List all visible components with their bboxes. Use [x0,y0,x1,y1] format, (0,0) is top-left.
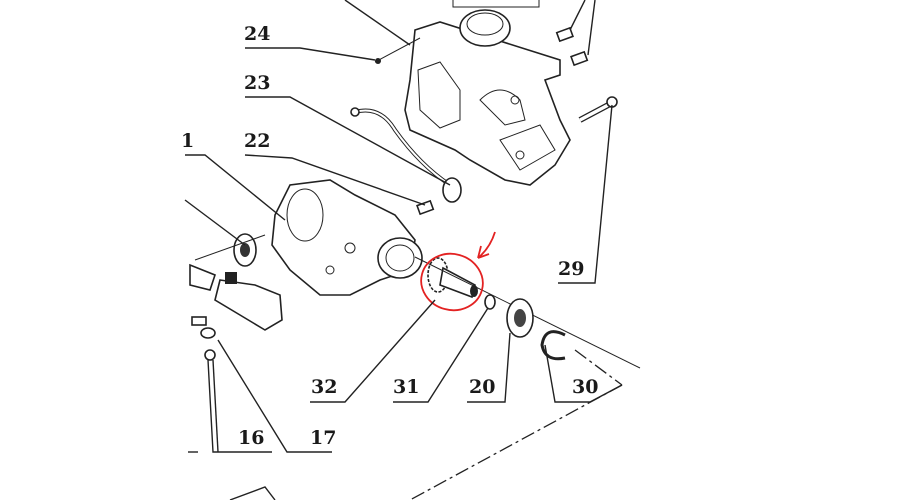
small-parts-16-17 [191,316,216,361]
cropped-label-box [452,0,540,8]
upper-housing-part [404,9,571,186]
leader-line-left [184,199,246,246]
gear-shaft-part-32 [427,257,478,299]
washer-part-31 [484,294,496,310]
bearing-part-20 [506,298,534,338]
gear-housing-part [271,179,423,296]
part-label-20: 20 [469,376,495,398]
leader-line-16b [212,359,219,453]
leader-line-1 [185,154,286,221]
part-label-31: 31 [393,376,419,398]
leader-line-17 [217,339,332,453]
pin-part-29 [578,96,618,123]
part-label-23: 23 [244,72,270,94]
leader-line-23 [245,96,451,186]
dash-line-lower [409,384,623,500]
highlight-circle [420,252,484,312]
circlip-part-30 [540,330,566,361]
leader-line-29 [558,104,613,284]
part-label-1: 1 [181,130,194,152]
screw-part-24 [374,37,421,64]
part-label-17: 17 [310,427,336,449]
leader-line-16 [207,359,272,453]
dash-line-upper [574,349,623,386]
left-gear-assembly [189,234,283,331]
part-label-30: 30 [572,376,598,398]
leader-line-bottom [229,486,276,500]
bearing-part-left [233,233,257,267]
part-label-32: 32 [311,376,337,398]
leader-line-20 [467,332,511,403]
part-label-22: 22 [244,130,270,152]
part-label-16: 16 [238,427,264,449]
leader-line-32 [310,299,436,403]
part-label-24: 24 [244,23,270,45]
bolts-top-right [555,0,596,67]
part-label-29: 29 [558,258,584,280]
leader-line-22 [244,154,426,206]
highlight-arrow-icon [477,231,496,259]
leader-line-31 [393,307,489,403]
leader-line-top [344,0,411,46]
leader-line-24 [245,47,376,61]
